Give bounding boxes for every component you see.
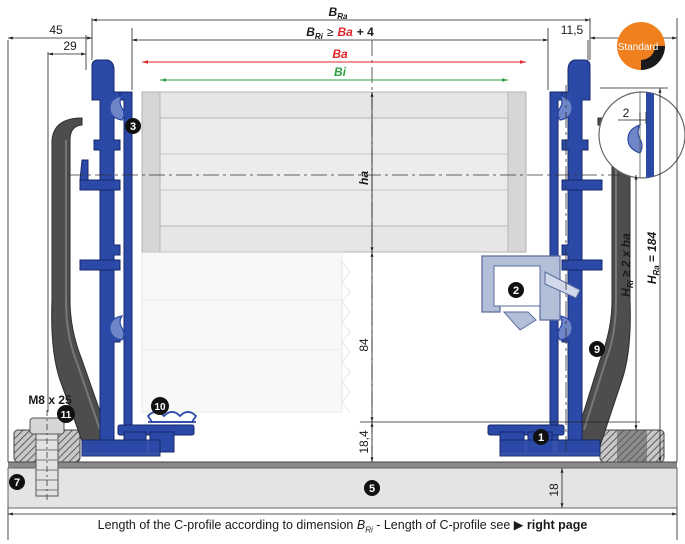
bolt-m8	[29, 410, 65, 500]
dim-b-ra: BRa	[329, 5, 348, 21]
dim-ba: Ba	[332, 47, 348, 61]
marker-3: 3	[125, 118, 141, 134]
dim-45: 45	[49, 23, 63, 37]
dim-bolt: M8 x 25	[28, 393, 72, 407]
dim-18-4: 18,4	[357, 430, 371, 454]
marker-11: 11	[57, 405, 75, 423]
chain-link	[141, 91, 527, 253]
dim-bi: Bi	[334, 65, 347, 79]
standard-badge: Standard	[617, 22, 665, 70]
svg-text:1: 1	[538, 432, 544, 444]
marker-2: 2	[508, 282, 524, 298]
svg-text:7: 7	[14, 477, 20, 489]
dim-h-ri: HRi≥ 2 x ha	[619, 233, 635, 297]
dim-18: 18	[547, 483, 561, 497]
play-arrow-icon: ▶	[513, 518, 524, 532]
profile-clips	[109, 95, 573, 341]
svg-text:11: 11	[61, 410, 72, 421]
svg-text:3: 3	[130, 121, 136, 133]
dim-2: 2	[623, 106, 630, 120]
caption-text-a: Length of the C-profile according to dim…	[97, 518, 357, 532]
dim-h-ra: HRa= 184	[645, 232, 661, 285]
svg-text:5: 5	[369, 483, 375, 495]
detail-circle	[598, 91, 685, 179]
side-profile-left	[79, 59, 195, 457]
svg-text:Standard: Standard	[618, 42, 659, 53]
svg-text:9: 9	[594, 344, 600, 356]
dim-b-ri: BRi≥Ba+ 4	[306, 25, 374, 41]
right-page-link[interactable]: right page	[526, 518, 588, 532]
svg-text:10: 10	[154, 402, 166, 413]
marker-10: 10	[151, 397, 169, 415]
marker-7: 7	[9, 474, 25, 490]
dim-ha: ha	[357, 171, 371, 185]
chain-link-faded	[141, 251, 351, 413]
dim-11-5: 11,5	[561, 23, 584, 37]
dim-29: 29	[63, 39, 77, 53]
marker-1: 1	[533, 429, 549, 445]
caption-b: B	[356, 518, 366, 532]
marker-5: 5	[364, 480, 380, 496]
c-profile-rail	[7, 461, 678, 509]
caption-text-b: - Length of C-profile see	[372, 518, 514, 532]
marker-9: 9	[589, 341, 605, 357]
caption-b-sub: Ri	[365, 525, 373, 535]
svg-text:2: 2	[513, 285, 519, 297]
caption: Length of the C-profile according to dim…	[0, 517, 685, 535]
dim-84: 84	[357, 338, 371, 352]
dimension-lines	[7, 18, 678, 540]
